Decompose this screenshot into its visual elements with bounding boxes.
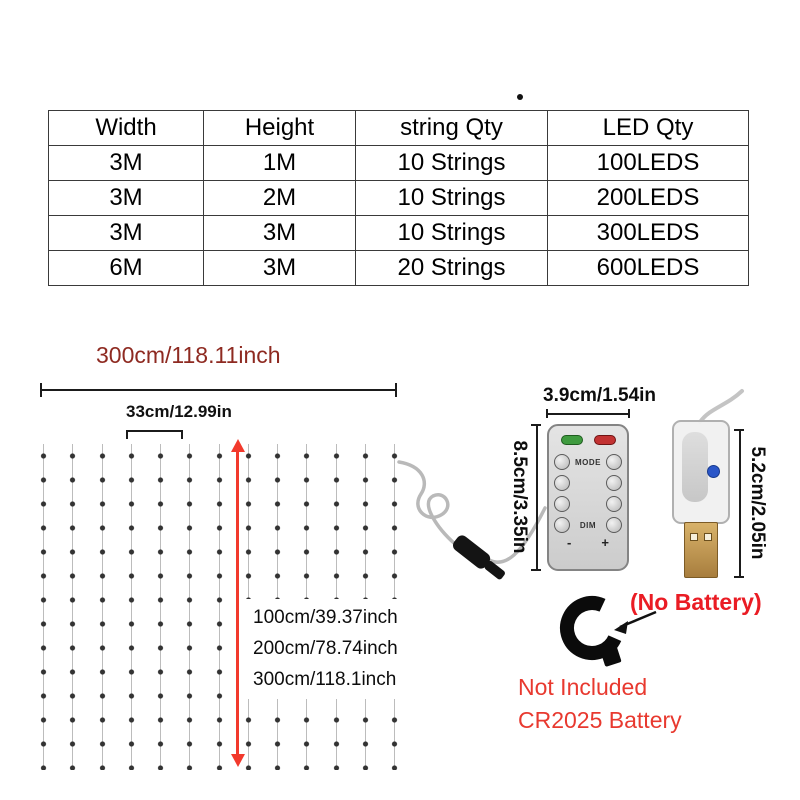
dimension-tick — [546, 409, 548, 418]
led-string — [157, 444, 164, 770]
table-cell: 200LEDS — [547, 180, 749, 216]
table-row: 3M 3M 10 Strings 300LEDS — [48, 215, 749, 251]
usb-height-dimension-line — [739, 430, 741, 578]
remote-height-dimension-line — [536, 425, 538, 571]
usb-plug-icon — [684, 522, 718, 578]
width-dimension-line — [40, 389, 397, 391]
power-wire-illustration — [397, 460, 547, 580]
remote-width-dimension-line — [547, 413, 629, 415]
usb-cable-illustration — [698, 389, 744, 424]
cr2025-battery-label: CR2025 Battery — [518, 707, 682, 733]
usb-controller-illustration — [672, 420, 730, 524]
remote-dim-label: DIM — [579, 520, 597, 530]
dimension-tick — [181, 430, 183, 439]
remote-round-button — [606, 496, 622, 512]
col-header-led-qty: LED Qty — [547, 110, 749, 146]
table-cell: 2M — [203, 180, 356, 216]
table-row: 6M 3M 20 Strings 600LEDS — [48, 250, 749, 286]
dimension-tick — [40, 383, 42, 397]
remote-round-button — [554, 475, 570, 491]
dimension-tick — [628, 409, 630, 418]
table-cell: 1M — [203, 145, 356, 181]
led-string — [127, 444, 135, 770]
remote-round-button — [606, 454, 622, 470]
remote-round-button — [606, 475, 622, 491]
led-string — [98, 444, 106, 770]
remote-round-button — [554, 496, 570, 512]
col-header-height: Height — [203, 110, 356, 146]
table-row: 3M 1M 10 Strings 100LEDS — [48, 145, 749, 181]
spec-table: Width Height string Qty LED Qty 3M 1M 10… — [48, 110, 749, 286]
remote-round-button — [554, 517, 570, 533]
table-cell: 6M — [48, 250, 204, 286]
remote-red-button — [593, 435, 616, 445]
table-cell: 3M — [203, 215, 356, 251]
remote-height-label: 8.5cm/3.35in — [509, 440, 530, 554]
remote-green-button — [560, 435, 583, 445]
height-dimension-arrow — [231, 439, 245, 767]
table-cell: 10 Strings — [355, 145, 548, 181]
not-included-label: Not Included — [518, 674, 648, 700]
table-cell: 600LEDS — [547, 250, 749, 286]
usb-plug-hole — [690, 533, 698, 541]
table-cell: 3M — [48, 180, 204, 216]
table-cell: 3M — [48, 145, 204, 181]
spacing-dimension-line — [127, 430, 182, 432]
usb-blue-button — [707, 465, 720, 478]
usb-plug-hole — [704, 533, 712, 541]
dimension-tick — [395, 383, 397, 397]
led-string — [40, 444, 47, 770]
remote-plus-label: + — [601, 535, 609, 550]
battery-clip-illustration — [560, 596, 657, 667]
connector-plug-icon — [453, 535, 505, 580]
usb-height-label: 5.2cm/2.05in — [747, 446, 768, 560]
curtain-width-label: 300cm/118.11inch — [96, 342, 281, 368]
led-string — [186, 444, 194, 770]
remote-control-illustration: MODE DIM - + — [547, 424, 629, 571]
string-spacing-label: 33cm/12.99in — [126, 402, 232, 421]
table-cell: 10 Strings — [355, 180, 548, 216]
dimension-tick — [126, 430, 128, 439]
height-label: 100cm/39.37inch — [253, 607, 398, 628]
table-cell: 100LEDS — [547, 145, 749, 181]
no-battery-label: (No Battery) — [630, 589, 762, 615]
remote-width-label: 3.9cm/1.54in — [543, 385, 657, 406]
led-string — [215, 444, 223, 770]
height-labels: 100cm/39.37inch 200cm/78.74inch 300cm/11… — [244, 599, 407, 699]
table-row: 3M 2M 10 Strings 200LEDS — [48, 180, 749, 216]
col-header-string-qty: string Qty — [355, 110, 548, 146]
table-cell: 10 Strings — [355, 215, 548, 251]
remote-mode-label: MODE — [575, 457, 601, 467]
remote-minus-label: - — [567, 535, 572, 550]
height-label: 300cm/118.1inch — [253, 669, 397, 690]
table-cell: 20 Strings — [355, 250, 548, 286]
remote-round-button — [606, 517, 622, 533]
height-label: 200cm/78.74inch — [253, 638, 398, 659]
table-cell: 3M — [203, 250, 356, 286]
dimension-tick — [734, 576, 744, 578]
dimension-tick — [531, 569, 541, 571]
dimension-tick — [734, 429, 744, 431]
dimension-tick — [531, 424, 541, 426]
remote-round-button — [554, 454, 570, 470]
col-header-width: Width — [48, 110, 204, 146]
table-header-row: Width Height string Qty LED Qty — [48, 110, 749, 146]
decorative-dot — [517, 94, 523, 100]
table-cell: 3M — [48, 215, 204, 251]
table-cell: 300LEDS — [547, 215, 749, 251]
led-string — [69, 444, 77, 770]
